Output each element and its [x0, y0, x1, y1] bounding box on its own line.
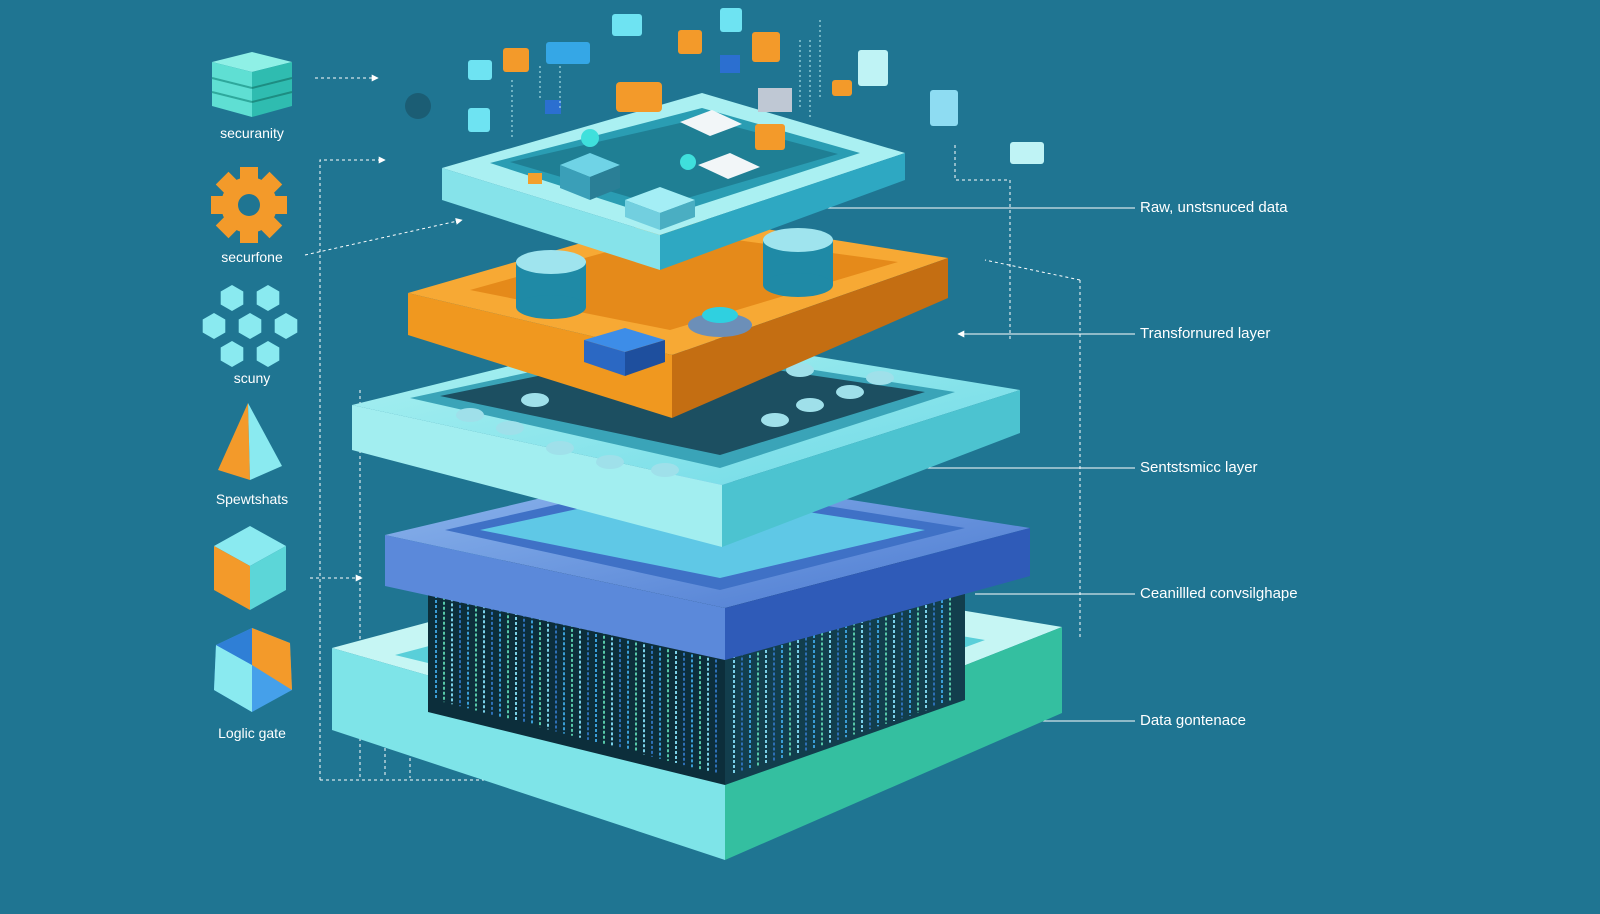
layer-label-transformed: Transfornured layer	[1140, 325, 1271, 342]
hexagon-cluster-icon	[202, 285, 298, 367]
hexagon-cell	[220, 285, 244, 311]
database-cylinder	[516, 250, 586, 319]
side-icon-label: securanity	[220, 125, 284, 141]
hexagon-cell	[202, 313, 226, 339]
tray-disc	[546, 441, 574, 455]
flat-box	[625, 187, 695, 230]
tray-disc	[836, 385, 864, 399]
tray-disc	[651, 463, 679, 477]
tray-discs	[456, 363, 894, 477]
side-icon-label: securfone	[221, 249, 283, 265]
tray-disc	[456, 408, 484, 422]
cube-icon	[214, 526, 286, 610]
tray-disc	[796, 398, 824, 412]
tray-disc	[866, 371, 894, 385]
top-cube	[560, 153, 620, 200]
floating-elements	[405, 8, 1044, 164]
layer-label-semantic: Sentstsmicc layer	[1140, 459, 1258, 476]
hexagon-cell	[256, 341, 280, 367]
gear-icon	[211, 167, 287, 243]
layer-label-governance: Data gontenace	[1140, 712, 1246, 729]
pyramid-icon	[218, 403, 282, 480]
database-cylinder	[763, 228, 833, 297]
tray-disc	[521, 393, 549, 407]
blue-cube	[584, 328, 665, 376]
tray-disc	[761, 413, 789, 427]
hexagon-cell	[256, 285, 280, 311]
hexagon-cell	[220, 341, 244, 367]
layer-orange	[408, 215, 948, 418]
layer-label-raw-data: Raw, unstsnuced data	[1140, 199, 1288, 216]
layer-label-consolidated: Ceanillled convsilghape	[1140, 585, 1298, 602]
tray-disc	[496, 421, 524, 435]
side-icon-label: Loglic gate	[218, 725, 286, 741]
round-button	[688, 307, 752, 337]
stacked-panels-icon	[211, 52, 293, 117]
document-stack	[680, 110, 760, 179]
hexagon-cell	[274, 313, 298, 339]
side-icon-label: Spewtshats	[215, 491, 289, 507]
tray-disc	[786, 363, 814, 377]
polyhedron-icon	[214, 628, 292, 712]
tray-disc	[596, 455, 624, 469]
hexagon-cell	[238, 313, 262, 339]
side-icon-label: scuny	[233, 370, 271, 386]
